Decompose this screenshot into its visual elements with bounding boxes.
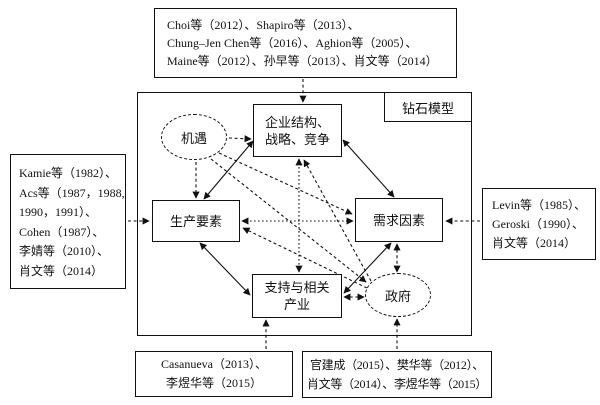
citation-line: 官建成（2015）、樊华等（2012）、	[309, 358, 484, 372]
node-demand-conditions-box: 需求因素	[355, 198, 443, 242]
citation-line: Geroski（1990）、	[492, 217, 584, 231]
arrow-factor-support	[199, 242, 251, 296]
right-citations-box: Levin等（1985）、 Geroski（1990）、 肖文等（2014）	[482, 188, 596, 260]
node-supporting-industries-box: 支持与相关 产业	[252, 274, 342, 318]
diamond-model-label: 钻石模型	[384, 92, 472, 122]
arrow-government-factor	[242, 227, 368, 289]
arrow-structure-factor	[203, 140, 254, 200]
citation-line: Choi等（2012）、Shapiro等（2013）、	[167, 18, 360, 32]
left-citations-box: Kamie等（1982）、 Acs等（1987，1988, 1990，1991）…	[10, 154, 126, 289]
arrow-government-structure	[303, 159, 372, 282]
arrow-demand-support	[343, 242, 392, 294]
citation-line: Maine等（2012）、孙早等（2013）、肖文等（2014）	[167, 54, 438, 68]
citation-line: 肖文等（2014）	[19, 263, 104, 278]
citation-line: Levin等（1985）、	[492, 198, 586, 212]
citation-line: 李煜华等（2015）	[165, 376, 262, 390]
citation-line: 肖文等（2014）	[492, 236, 577, 250]
arrow-opportunity-government	[210, 158, 367, 283]
arrow-structure-demand	[342, 139, 395, 198]
citation-line: 1990，1991）、	[19, 205, 98, 219]
citation-line: 李婧等（2010）、	[19, 244, 110, 258]
node-government-ellipse: 政府	[365, 273, 431, 317]
citation-line: Casanueva（2013）、	[161, 357, 267, 371]
node-factor-conditions-box: 生产要素	[152, 200, 240, 242]
bottom-right-citations-box: 官建成（2015）、樊华等（2012）、 肖文等（2014）、李煜华等（2015…	[302, 351, 492, 398]
citation-line: Cohen（1987）、	[19, 224, 105, 239]
citation-line: Chung–Jen Chen等（2016）、Aghion等（2005）、	[167, 36, 418, 50]
model-boundary-rect	[137, 92, 472, 336]
top-citations-box: Choi等（2012）、Shapiro等（2013）、 Chung–Jen Ch…	[154, 8, 457, 78]
node-firm-structure-box: 企业结构、 战略、竞争	[253, 104, 342, 157]
citation-line: 肖文等（2014）、李煜华等（2015）	[306, 377, 487, 391]
arrow-opportunity-demand	[218, 152, 353, 215]
bottom-left-citations-box: Casanueva（2013）、 李煜华等（2015）	[135, 351, 293, 397]
arrow-opportunity-structure	[228, 135, 252, 143]
citation-line: Acs等（1987，1988,	[19, 185, 125, 200]
citation-line: Kamie等（1982）、	[19, 166, 117, 180]
node-opportunity-ellipse: 机遇	[161, 114, 227, 160]
